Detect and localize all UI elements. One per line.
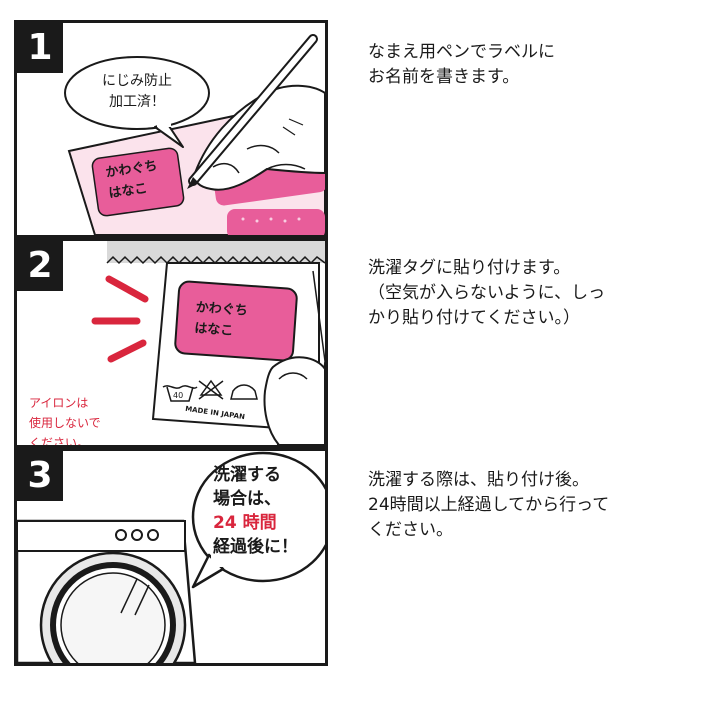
- label-name-text: かわぐち はなこ: [104, 158, 159, 202]
- motion-lines: [91, 275, 149, 363]
- step-number: 2: [17, 241, 63, 291]
- label-name-text: かわぐち はなこ: [193, 300, 249, 339]
- speech-bubble: [64, 56, 210, 130]
- panel-divider: [17, 445, 325, 451]
- step-2-illustration: 40: [91, 241, 325, 445]
- step-1-illustration: [64, 34, 325, 235]
- step-number: 1: [17, 23, 63, 73]
- panel-divider: [17, 235, 325, 241]
- step-1-description: なまえ用ペンでラベルに お名前を書きます。: [368, 42, 555, 87]
- name-label: [91, 147, 185, 217]
- control-knob: [131, 529, 143, 541]
- no-bleach-icon: [199, 379, 223, 396]
- wash-icon: [166, 386, 194, 402]
- step-3-illustration: [17, 451, 325, 663]
- step-2-description: 洗濯タグに貼り付けます。 （空気が入らないように、しっ かり貼り付けてください。…: [368, 258, 606, 328]
- control-knob: [147, 529, 159, 541]
- iron-warning: アイロンは 使用しないで ください。: [29, 396, 101, 445]
- step-3-panel: 3 洗濯する 場合は、 24 時間 経過後に！: [17, 451, 325, 663]
- step-1-panel: 1 にじみ防止 加工済！ かわぐち はなこ: [17, 23, 325, 235]
- speech-bubble: [191, 451, 325, 583]
- control-knob: [115, 529, 127, 541]
- wash-warning-text: 洗濯する 場合は、 24 時間 経過後に！: [213, 465, 298, 557]
- bubble-text: にじみ防止 加工済！: [102, 73, 172, 110]
- step-number: 3: [17, 451, 63, 501]
- step-3-description: 洗濯する際は、貼り付け後。 24時間以上経過してから行って ください。: [368, 470, 610, 540]
- name-label: [174, 280, 298, 362]
- iron-icon: [230, 384, 258, 400]
- wash-temp: 40: [173, 391, 183, 400]
- finger: [263, 356, 325, 445]
- steps-illustration: 1 にじみ防止 加工済！ かわぐち はなこ: [14, 20, 328, 666]
- step-2-panel: 40 2 かわぐち はなこ MADE IN JAPAN アイロンは 使用しないで…: [17, 241, 325, 445]
